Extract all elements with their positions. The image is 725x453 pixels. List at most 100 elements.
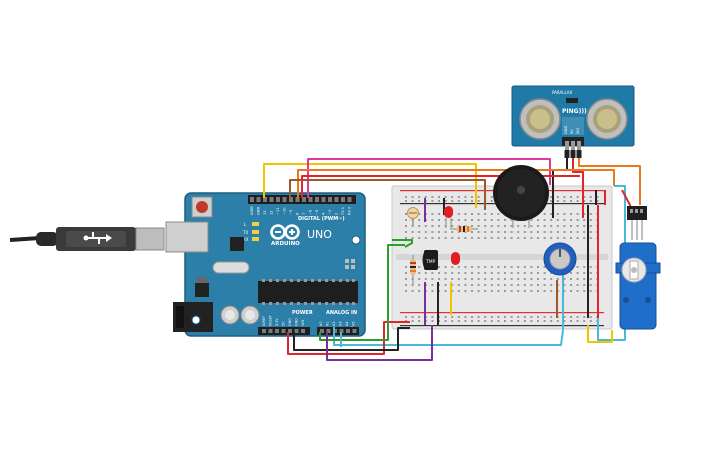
breadboard-hole [589, 213, 592, 215]
breadboard-hole [537, 284, 539, 286]
breadboard-hole [405, 219, 407, 221]
breadboard-hole [563, 237, 566, 239]
breadboard-hole [510, 237, 513, 239]
breadboard-hole [444, 320, 447, 322]
resistor-top[interactable] [450, 226, 478, 232]
breadboard-hole [570, 272, 572, 274]
reset-button[interactable] [196, 201, 208, 213]
breadboard-hole [411, 290, 414, 292]
breadboard-hole [471, 316, 473, 318]
breadboard-hole [464, 196, 467, 198]
breadboard-hole [523, 266, 526, 268]
breadboard-hole [464, 278, 467, 280]
breadboard-hole [523, 290, 526, 292]
breadboard-hole [411, 237, 414, 239]
breadboard-hole [530, 316, 533, 318]
breadboard-hole [523, 225, 526, 227]
wire-sensor-5v [572, 158, 584, 218]
breadboard-hole [477, 213, 480, 215]
breadboard-hole [477, 284, 480, 286]
breadboard-hole [451, 196, 454, 198]
breadboard-hole [484, 316, 487, 318]
breadboard-hole [550, 200, 553, 202]
breadboard-hole [576, 266, 579, 268]
breadboard-hole [477, 278, 480, 280]
wire-yellow-top [263, 163, 477, 208]
breadboard-hole [497, 316, 500, 318]
svg-text:RX 0: RX 0 [348, 206, 352, 215]
breadboard-hole [484, 278, 487, 280]
breadboard-hole [543, 278, 546, 280]
breadboard-hole [523, 231, 526, 233]
breadboard-hole [510, 266, 513, 268]
usb-icon [83, 232, 112, 244]
breadboard-hole [471, 272, 473, 274]
breadboard-hole [405, 316, 407, 318]
servo-motor[interactable] [615, 206, 661, 330]
breadboard-hole [464, 284, 467, 286]
breadboard-hole [471, 320, 473, 322]
svg-text:13: 13 [263, 210, 267, 215]
svg-text:~6: ~6 [309, 209, 313, 215]
breadboard-hole [405, 231, 407, 233]
svg-text:TX: TX [242, 230, 248, 235]
breadboard-hole [504, 237, 506, 239]
sensor-name-label: PING))) [562, 108, 587, 115]
piezo-buzzer[interactable] [493, 165, 549, 228]
breadboard-hole [477, 320, 480, 322]
breadboard-hole [543, 272, 546, 274]
breadboard-hole [523, 272, 526, 274]
resistor-left[interactable] [410, 255, 416, 285]
breadboard-hole [550, 290, 553, 292]
breadboard-hole [411, 196, 414, 198]
breadboard-hole [457, 231, 460, 233]
svg-text:VIN: VIN [301, 320, 305, 326]
breadboard-hole [424, 237, 427, 239]
breadboard-hole [424, 225, 427, 227]
potentiometer[interactable] [543, 242, 577, 276]
breadboard-hole [596, 196, 599, 198]
svg-text:TX 1: TX 1 [341, 207, 345, 216]
breadboard-hole [576, 278, 579, 280]
breadboard-hole [510, 278, 513, 280]
breadboard-hole [543, 284, 546, 286]
breadboard-hole [556, 231, 559, 233]
breadboard-hole [550, 196, 553, 198]
breadboard-hole [464, 316, 467, 318]
led-red-lower[interactable] [451, 252, 460, 265]
breadboard-hole [431, 237, 434, 239]
breadboard-hole [484, 320, 487, 322]
breadboard-hole [464, 272, 467, 274]
breadboard-hole [405, 266, 407, 268]
svg-text:A4: A4 [345, 322, 349, 326]
ping-ultrasonic-sensor[interactable]: PARALLAX PING))) GND 5V SIG [511, 85, 635, 158]
breadboard-hole [464, 219, 467, 221]
arduino-uno-board[interactable]: AREF GND 13 12 ~11 ~10 ~9 8 7 ~6 ~5 4 ~3… [165, 192, 366, 337]
svg-text:A2: A2 [332, 322, 336, 326]
sensor-pin-labels: GND 5V SIG [564, 126, 580, 134]
svg-text:GND: GND [257, 207, 261, 215]
breadboard-hole [504, 266, 506, 268]
photoresistor[interactable] [407, 207, 419, 227]
breadboard-hole [471, 266, 473, 268]
breadboard-hole [418, 316, 421, 318]
breadboard-hole [451, 219, 454, 221]
breadboard-hole [550, 278, 553, 280]
breadboard-hole [451, 200, 454, 202]
breadboard-hole [451, 290, 454, 292]
breadboard-hole [537, 266, 539, 268]
led-red-top[interactable] [444, 206, 453, 228]
breadboard-hole [576, 231, 579, 233]
breadboard-hole [543, 290, 546, 292]
breadboard-hole [497, 284, 500, 286]
temperature-sensor[interactable]: TMP [422, 250, 439, 270]
breadboard-hole [405, 290, 407, 292]
breadboard-hole [523, 284, 526, 286]
breadboard-hole [477, 237, 480, 239]
breadboard-hole [517, 272, 520, 274]
breadboard-hole [530, 290, 533, 292]
breadboard-hole [504, 284, 506, 286]
breadboard-hole [563, 320, 566, 322]
breadboard-hole [583, 272, 586, 274]
svg-text:8: 8 [296, 212, 300, 215]
